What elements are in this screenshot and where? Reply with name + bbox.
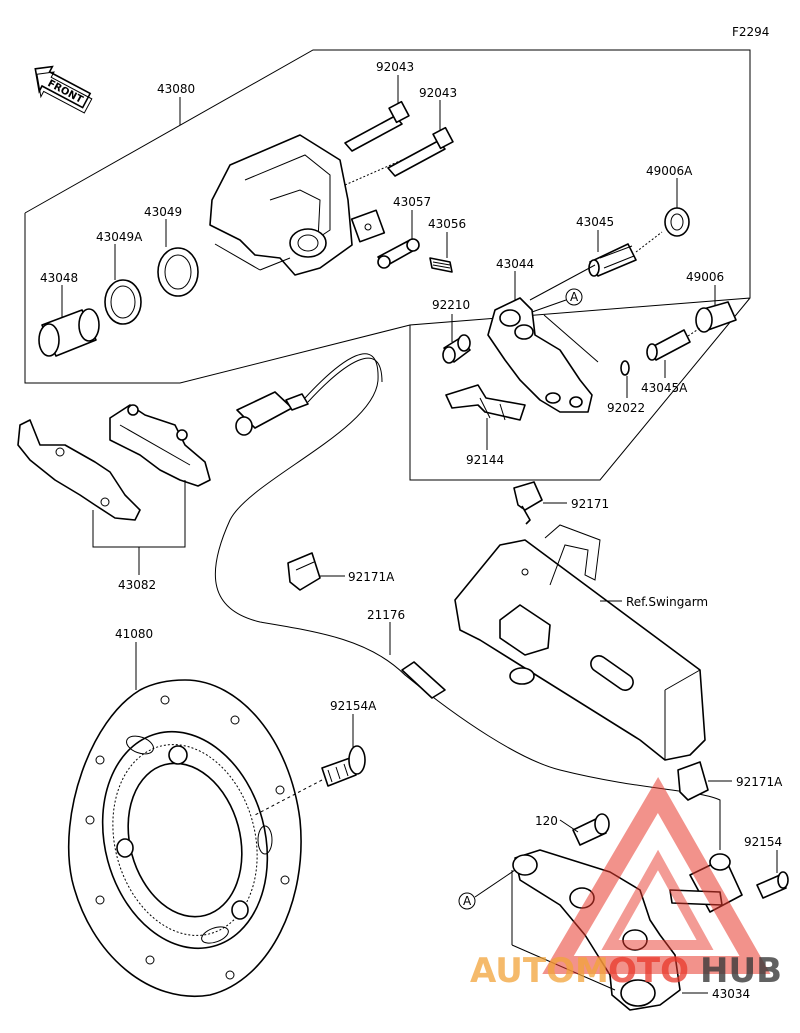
bleeder-43057 bbox=[377, 238, 420, 269]
label-43057: 43057 bbox=[393, 195, 431, 209]
front-arrow-icon: FRONT bbox=[34, 65, 93, 114]
label-43044: 43044 bbox=[496, 257, 534, 271]
clamp-92171A-b bbox=[677, 761, 709, 801]
pin-43045A bbox=[646, 329, 691, 361]
watermark-text: AUTOM OTO HUB bbox=[470, 951, 782, 991]
seal-43049 bbox=[157, 247, 199, 297]
figure-code: F2294 bbox=[732, 25, 769, 39]
label-41080: 41080 bbox=[115, 627, 153, 641]
seal-43049A bbox=[104, 279, 142, 325]
caliper-body bbox=[209, 134, 386, 276]
bracket-43044 bbox=[487, 297, 593, 413]
label-49006: 49006 bbox=[686, 270, 724, 284]
watermark-logo bbox=[542, 777, 771, 974]
label-92154: 92154 bbox=[744, 835, 782, 849]
ref-a-circle-1 bbox=[565, 288, 583, 306]
pin-43045 bbox=[588, 243, 637, 277]
label-43080: 43080 bbox=[157, 82, 195, 96]
bushing-92210 bbox=[442, 334, 471, 364]
label-92171A-b: 92171A bbox=[736, 775, 783, 789]
label-43049: 43049 bbox=[144, 205, 182, 219]
label-43045A: 43045A bbox=[641, 381, 688, 395]
ref-a-circle-2 bbox=[458, 892, 476, 910]
bolt-92154 bbox=[756, 871, 789, 899]
caliper-assembly-boundary bbox=[24, 49, 751, 481]
clip-92022 bbox=[620, 360, 630, 376]
watermark-part3: HUB bbox=[700, 951, 782, 991]
watermark-part2: OTO bbox=[608, 951, 689, 991]
brake-disc-41080 bbox=[67, 679, 302, 998]
label-92171: 92171 bbox=[571, 497, 609, 511]
ref-a-text-1: A bbox=[570, 290, 579, 304]
brake-pad-rear bbox=[17, 419, 141, 521]
cable-grommet bbox=[401, 661, 446, 699]
label-120: 120 bbox=[535, 814, 558, 828]
pin-92043-a bbox=[344, 100, 410, 152]
boot-49006 bbox=[695, 301, 737, 333]
label-92043-a: 92043 bbox=[376, 60, 414, 74]
label-92154A: 92154A bbox=[330, 699, 377, 713]
piston-43048 bbox=[38, 308, 100, 357]
label-43034: 43034 bbox=[712, 987, 750, 1001]
label-43056: 43056 bbox=[428, 217, 466, 231]
label-21176: 21176 bbox=[367, 608, 405, 622]
label-ref-swingarm: Ref.Swingarm bbox=[626, 595, 708, 609]
label-92043-b: 92043 bbox=[419, 86, 457, 100]
caliper-assembly-boundary-left bbox=[24, 213, 411, 384]
label-43045: 43045 bbox=[576, 215, 614, 229]
watermark-part1: AUTOM bbox=[470, 951, 609, 991]
label-92171A-a: 92171A bbox=[348, 570, 395, 584]
clamp-92171 bbox=[513, 481, 543, 525]
label-92022: 92022 bbox=[607, 401, 645, 415]
boot-49006A bbox=[664, 207, 690, 237]
label-92144: 92144 bbox=[466, 453, 504, 467]
spring-plate-92144 bbox=[445, 384, 526, 421]
clamp-92171A-a bbox=[287, 552, 321, 591]
bolt-92154A bbox=[321, 745, 366, 787]
pin-92043-b bbox=[387, 126, 454, 177]
label-49006A: 49006A bbox=[646, 164, 693, 178]
bolt-120 bbox=[572, 813, 610, 846]
sensor-cable-21176 bbox=[214, 353, 721, 850]
swingarm-reference bbox=[454, 524, 706, 761]
label-43048: 43048 bbox=[40, 271, 78, 285]
label-43082: 43082 bbox=[118, 578, 156, 592]
sensor-connector bbox=[235, 391, 309, 436]
label-43049A: 43049A bbox=[96, 230, 143, 244]
bleeder-43056 bbox=[429, 257, 453, 273]
ref-a-text-2: A bbox=[463, 894, 472, 908]
brake-pad-front bbox=[109, 404, 211, 487]
label-92210: 92210 bbox=[432, 298, 470, 312]
